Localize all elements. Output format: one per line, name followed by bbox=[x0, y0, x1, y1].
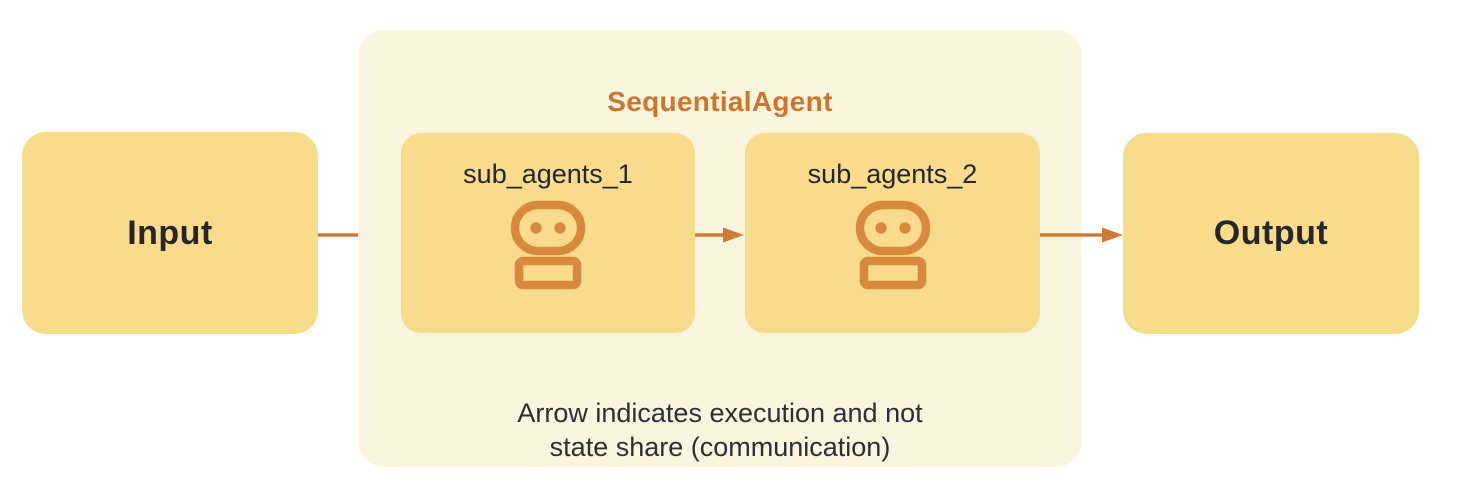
input-node: Input bbox=[22, 132, 318, 334]
sub-agent-1-label: sub_agents_1 bbox=[463, 159, 633, 189]
robot-icon bbox=[510, 200, 586, 290]
output-node-label: Output bbox=[1213, 214, 1329, 252]
execution-note-line2: state share (communication) bbox=[549, 432, 891, 462]
sequential-agent-title: SequentialAgent bbox=[607, 86, 833, 117]
sub-agent-1-node: sub_agents_1 bbox=[401, 133, 695, 333]
input-node-label: Input bbox=[127, 213, 213, 252]
robot-icon bbox=[855, 200, 930, 290]
arrow-sub1-to-sub2-icon bbox=[695, 227, 744, 243]
sub-agent-2-label: sub_agents_2 bbox=[807, 159, 978, 189]
output-node: Output bbox=[1123, 133, 1419, 334]
sub-agent-2-node: sub_agents_2 bbox=[745, 133, 1040, 333]
execution-note: Arrow indicates execution and not state … bbox=[358, 396, 1082, 464]
execution-note-line1: Arrow indicates execution and not bbox=[517, 398, 923, 428]
arrow-sub2-to-output-icon bbox=[1040, 227, 1123, 243]
